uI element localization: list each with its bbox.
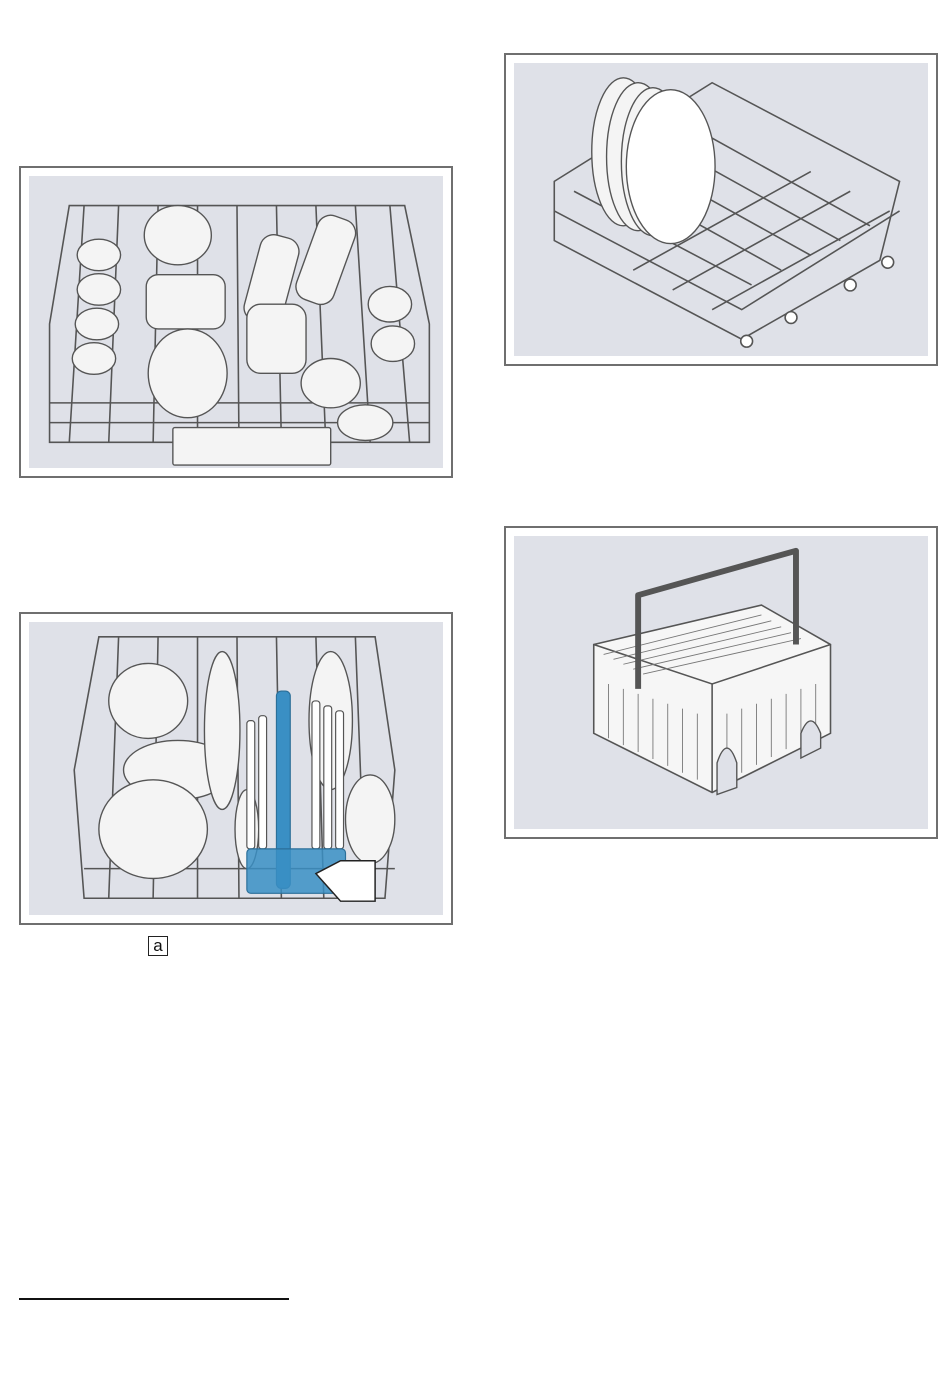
- figure-lower-basket: [19, 612, 453, 925]
- figure-lower-rack-plates: [504, 53, 938, 366]
- figure-lower-basket-panel: [29, 622, 443, 915]
- figure-cutlery-basket-panel: [514, 536, 928, 829]
- cutlery-basket-illustration: [514, 536, 928, 829]
- upper-basket-illustration: [29, 176, 443, 468]
- lower-basket-illustration: [29, 622, 443, 915]
- figure-lower-rack-panel: [514, 63, 928, 356]
- lower-rack-illustration: [514, 63, 928, 356]
- callout-label-a: a: [148, 936, 168, 956]
- figure-cutlery-basket: [504, 526, 938, 839]
- figure-upper-basket-panel: [29, 176, 443, 468]
- footnote-separator: [19, 1298, 289, 1300]
- figure-upper-basket: [19, 166, 453, 478]
